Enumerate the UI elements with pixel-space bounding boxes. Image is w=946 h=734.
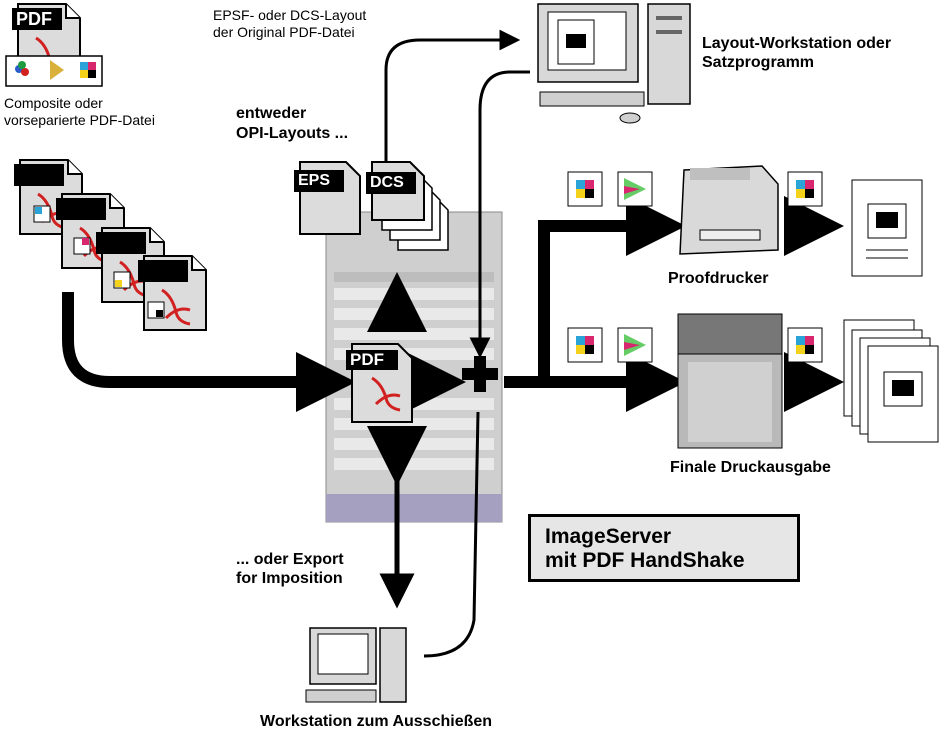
proof-printer-icon xyxy=(679,165,779,255)
layout-workstation-icon xyxy=(537,3,691,124)
imposition-ws-label: Workstation zum Ausschießen xyxy=(260,713,493,730)
eps-label: EPS xyxy=(298,172,331,189)
imageserver-line2: mit PDF HandShake xyxy=(545,549,745,572)
proof-color-icons xyxy=(567,171,823,207)
final-color-icons xyxy=(567,327,823,363)
thin-connectors xyxy=(379,29,530,658)
layout-ws-label-line2: Satzprogramm xyxy=(702,54,815,71)
composite-label-line1: Composite oder xyxy=(4,95,103,111)
server-pdf-icon xyxy=(346,343,413,423)
layout-to-plus-line xyxy=(469,70,530,359)
composite-label-line2: vorseparierte PDF-Datei xyxy=(4,112,155,128)
branch-to-proof-arrow xyxy=(538,196,686,382)
proof-label: Proofdrucker xyxy=(668,270,769,287)
merge-plus-icon xyxy=(462,356,498,392)
opi-label-line1: entweder xyxy=(236,105,307,122)
export-label-line1: ... oder Export xyxy=(236,551,344,568)
proof-output-page-icon xyxy=(851,179,923,277)
final-printer-icon xyxy=(677,313,783,449)
opi-label-line2: OPI-Layouts ... xyxy=(236,125,349,142)
pdf-composite-icon xyxy=(5,2,103,87)
layout-ws-label-line1: Layout-Workstation oder xyxy=(702,35,892,52)
pdf-top-label: PDF xyxy=(16,9,52,29)
imageserver-line1: ImageServer xyxy=(545,525,672,548)
pdf-separated-stack xyxy=(12,158,208,332)
final-output-pages-icon xyxy=(843,319,939,443)
imposition-workstation-icon xyxy=(305,627,407,703)
dcs-doc-icon xyxy=(366,161,449,251)
export-label-line2: for Imposition xyxy=(236,570,343,587)
flow-arrows xyxy=(62,196,844,486)
dcs-to-layout-line xyxy=(384,29,521,162)
server-pdf-label: PDF xyxy=(350,350,384,369)
final-label: Finale Druckausgabe xyxy=(670,459,831,476)
imageserver-box: ImageServer mit PDF HandShake xyxy=(528,514,800,582)
pdf-to-server-arrow xyxy=(62,292,356,412)
bottom-ws-to-plus-line xyxy=(423,411,480,658)
dcs-label: DCS xyxy=(370,174,404,191)
epsf-label-line1: EPSF- oder DCS-Layout xyxy=(213,7,367,23)
eps-doc-icon xyxy=(294,161,361,235)
epsf-label-line2: der Original PDF-Datei xyxy=(213,24,355,40)
